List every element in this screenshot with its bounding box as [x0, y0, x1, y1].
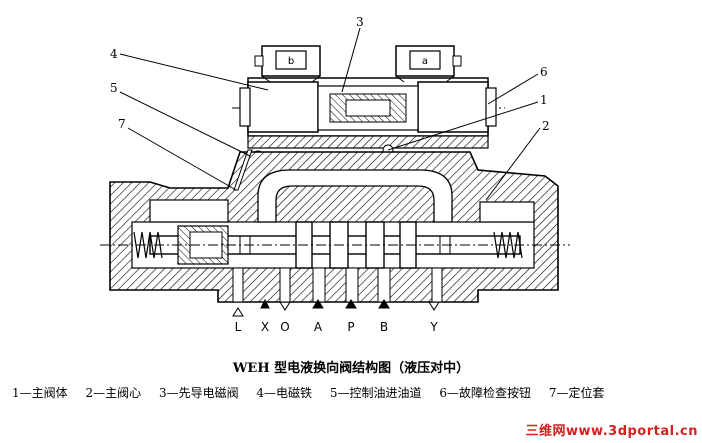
figure-legend: 1—主阀体 2—主阀心 3—先导电磁阀 4—电磁铁 5—控制油进油道 6—故障检…	[12, 384, 702, 401]
leader-lines	[119, 27, 541, 201]
port-labels: L X O A P B Y	[235, 320, 439, 334]
port-label-x: X	[261, 320, 269, 334]
port-label-y: Y	[429, 320, 438, 334]
legend-item: 3—先导电磁阀	[158, 386, 239, 400]
legend-item: 6—故障检查按钮	[439, 386, 531, 400]
watermark: 三维网www.3dportal.cn	[525, 424, 698, 439]
legend-item: 4—电磁铁	[256, 386, 313, 400]
legend-item: 1—主阀体	[12, 386, 68, 400]
port-label-o: O	[280, 320, 289, 334]
port-label-b: B	[380, 320, 388, 334]
pilot-valve: b a	[232, 45, 505, 162]
port-markers	[232, 298, 440, 317]
port-label-p: P	[347, 320, 354, 334]
callout-4: 4	[110, 47, 118, 61]
callout-numbers: 3 4 5 7 6 1 2	[110, 15, 550, 133]
callout-3: 3	[356, 15, 364, 29]
callout-5: 5	[110, 81, 118, 95]
callout-6: 6	[540, 65, 548, 79]
port-label-l: L	[235, 320, 242, 334]
callout-7: 7	[118, 117, 126, 131]
port-label-a: A	[314, 320, 323, 334]
legend-item: 2—主阀心	[85, 386, 142, 400]
solenoid-b: b	[239, 45, 321, 133]
callout-1: 1	[540, 93, 548, 107]
solenoid-a: a	[395, 45, 497, 133]
legend-item: 7—定位套	[548, 386, 605, 400]
legend-item: 5—控制油进油道	[329, 386, 422, 400]
solenoid-a-label: a	[422, 56, 428, 67]
solenoid-b-label: b	[288, 56, 294, 67]
callout-2: 2	[542, 119, 550, 133]
figure-caption-title: WEH 型电液换向阀结构图（液压对中）	[232, 361, 470, 376]
